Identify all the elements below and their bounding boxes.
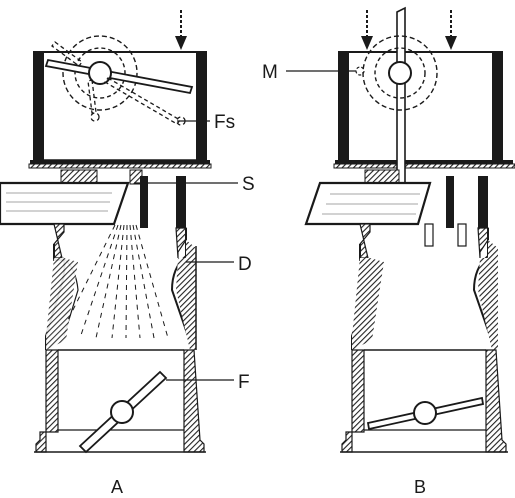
lower-chamber-b: [340, 349, 508, 453]
label-d: D: [238, 254, 252, 275]
diffuser-b: [351, 228, 498, 351]
diffuser-d-a: [45, 228, 197, 351]
supply-pipe-s-a: [0, 169, 143, 226]
lower-chamber-a: [34, 349, 206, 453]
flap-fs-a: [44, 58, 194, 95]
pivot-b: [388, 61, 412, 85]
label-f: F: [238, 372, 250, 393]
label-s: S: [242, 174, 255, 195]
caption-b: B: [414, 477, 426, 497]
upper-chamber-b: [333, 51, 515, 169]
motion-circle-outer-a: [62, 35, 138, 111]
caption-a: A: [111, 477, 123, 497]
motion-circle-inner-b: [374, 47, 426, 99]
supply-pipe-b: [304, 169, 432, 226]
figure-b: [286, 6, 515, 453]
label-m: M: [262, 62, 278, 83]
throttle-b: [366, 396, 485, 431]
spray-a: [67, 224, 169, 339]
motion-circle-inner-a: [74, 47, 126, 99]
arrow-head-icon: [175, 36, 187, 50]
label-fs: Fs: [214, 112, 235, 133]
valve-body-b: [359, 176, 489, 259]
figure-a: [0, 10, 238, 454]
air-inlet-arrows-b: [361, 10, 457, 50]
upper-chamber-a: [28, 51, 212, 169]
throttle-f-a: [78, 370, 168, 454]
